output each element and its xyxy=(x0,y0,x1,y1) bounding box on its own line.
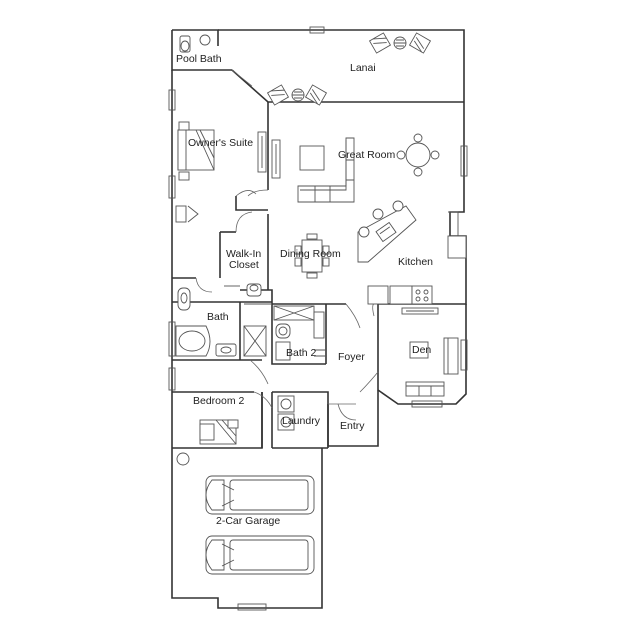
room-label-entry: Entry xyxy=(340,420,365,432)
lanai-furniture xyxy=(266,32,432,106)
door-swings xyxy=(195,69,379,421)
room-label-owners-suite: Owner's Suite xyxy=(188,137,253,149)
dining-kitchen-furniture xyxy=(294,200,467,305)
room-label-pool-bath: Pool Bath xyxy=(176,53,222,65)
room-label-bath: Bath xyxy=(207,311,229,323)
bath-fixtures xyxy=(175,287,272,357)
pool-bath-fixtures xyxy=(179,34,211,53)
laundry-fixtures xyxy=(277,395,295,431)
closet-fixtures xyxy=(224,283,262,297)
room-label-great-room: Great Room xyxy=(338,149,395,161)
windows xyxy=(168,26,468,611)
room-label-den: Den xyxy=(412,344,431,356)
room-label-walk-in-closet-line2: Closet xyxy=(229,259,259,271)
interior-walls xyxy=(172,102,346,448)
garage-cars xyxy=(176,452,315,575)
room-label-laundry: Laundry xyxy=(282,415,321,427)
room-label-lanai: Lanai xyxy=(350,62,376,74)
room-label-walk-in-closet-line1: Walk-In xyxy=(226,248,261,260)
den-furniture xyxy=(401,307,459,397)
bedroom-2-furniture xyxy=(199,419,239,445)
owners-suite-furniture xyxy=(175,121,267,223)
room-label-kitchen: Kitchen xyxy=(398,256,433,268)
bath-2-fixtures xyxy=(273,305,326,361)
room-label-dining-room: Dining Room xyxy=(280,248,341,260)
room-label-foyer: Foyer xyxy=(338,351,365,363)
room-label-garage: 2-Car Garage xyxy=(216,515,280,527)
room-label-bedroom-2: Bedroom 2 xyxy=(193,395,245,407)
room-label-bath-2: Bath 2 xyxy=(286,347,317,359)
room-labels: Pool Bath Lanai Owner's Suite Great Room… xyxy=(176,53,433,527)
great-room-furniture xyxy=(271,133,440,203)
